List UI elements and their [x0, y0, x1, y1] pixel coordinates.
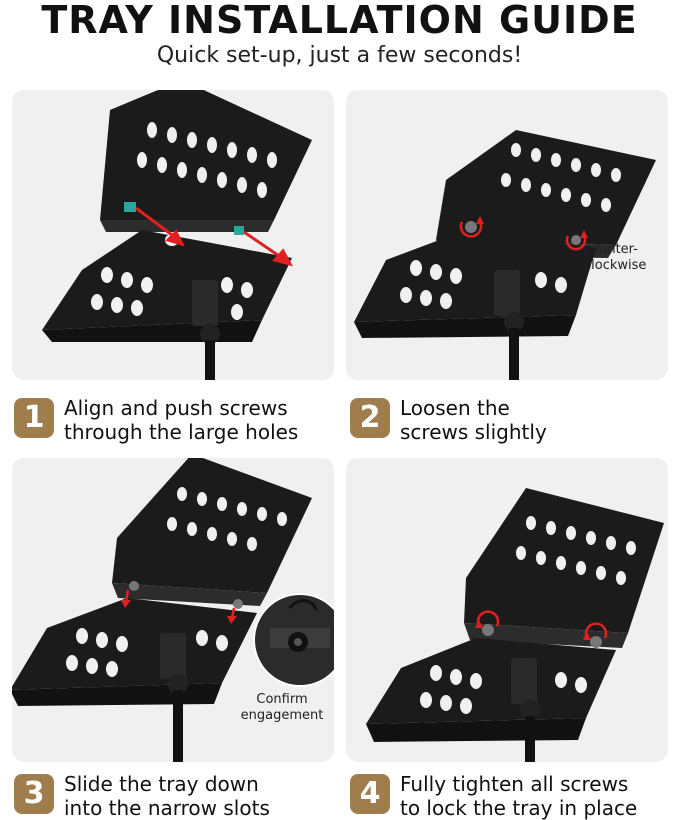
- caption-line-2: into the narrow slots: [64, 796, 270, 820]
- note-line-2: clockwise: [584, 258, 647, 273]
- step-caption: Align and push screws through the large …: [64, 396, 298, 444]
- counterclockwise-note: counter- clockwise: [584, 242, 668, 274]
- caption-line-2: to lock the tray in place: [400, 796, 638, 820]
- music-stand-tray-illustration: [366, 488, 664, 762]
- step-4: 4 Fully tighten all screws to lock the t…: [350, 772, 637, 820]
- music-stand-tray-illustration: [42, 90, 312, 380]
- page-title: TRAY INSTALLATION GUIDE: [41, 0, 638, 42]
- step-3-illustration: Confirm engagement: [12, 458, 334, 762]
- step-3: 3 Slide the tray down into the narrow sl…: [14, 772, 270, 820]
- music-stand-tray-illustration: [12, 458, 334, 762]
- step-number-badge: 3: [14, 774, 54, 814]
- caption-line-2: through the large holes: [64, 420, 299, 444]
- confirm-engagement-note: Confirm engagement: [230, 692, 334, 724]
- step-number-badge: 2: [350, 398, 390, 438]
- music-stand-tray-illustration: [354, 130, 656, 380]
- caption-line-2: screws slightly: [400, 420, 547, 444]
- step-1: 1 Align and push screws through the larg…: [14, 396, 298, 444]
- step-4-illustration: [346, 458, 668, 762]
- note-line-1: counter-: [584, 242, 638, 257]
- step-caption: Loosen the screws slightly: [400, 396, 547, 444]
- caption-line-1: Align and push screws: [64, 396, 288, 420]
- step-1-illustration: [12, 90, 334, 380]
- step-caption: Fully tighten all screws to lock the tra…: [400, 772, 637, 820]
- step-2: 2 Loosen the screws slightly: [350, 396, 547, 444]
- step-caption: Slide the tray down into the narrow slot…: [64, 772, 270, 820]
- step-number-badge: 1: [14, 398, 54, 438]
- page-subtitle: Quick set-up, just a few seconds!: [156, 43, 523, 68]
- caption-line-1: Fully tighten all screws: [400, 772, 629, 796]
- step-2-illustration: counter- clockwise: [346, 90, 668, 380]
- note-line-2: engagement: [240, 708, 324, 723]
- caption-line-1: Slide the tray down: [64, 772, 259, 796]
- step-number-badge: 4: [350, 774, 390, 814]
- caption-line-1: Loosen the: [400, 396, 510, 420]
- note-line-1: Confirm: [256, 692, 308, 707]
